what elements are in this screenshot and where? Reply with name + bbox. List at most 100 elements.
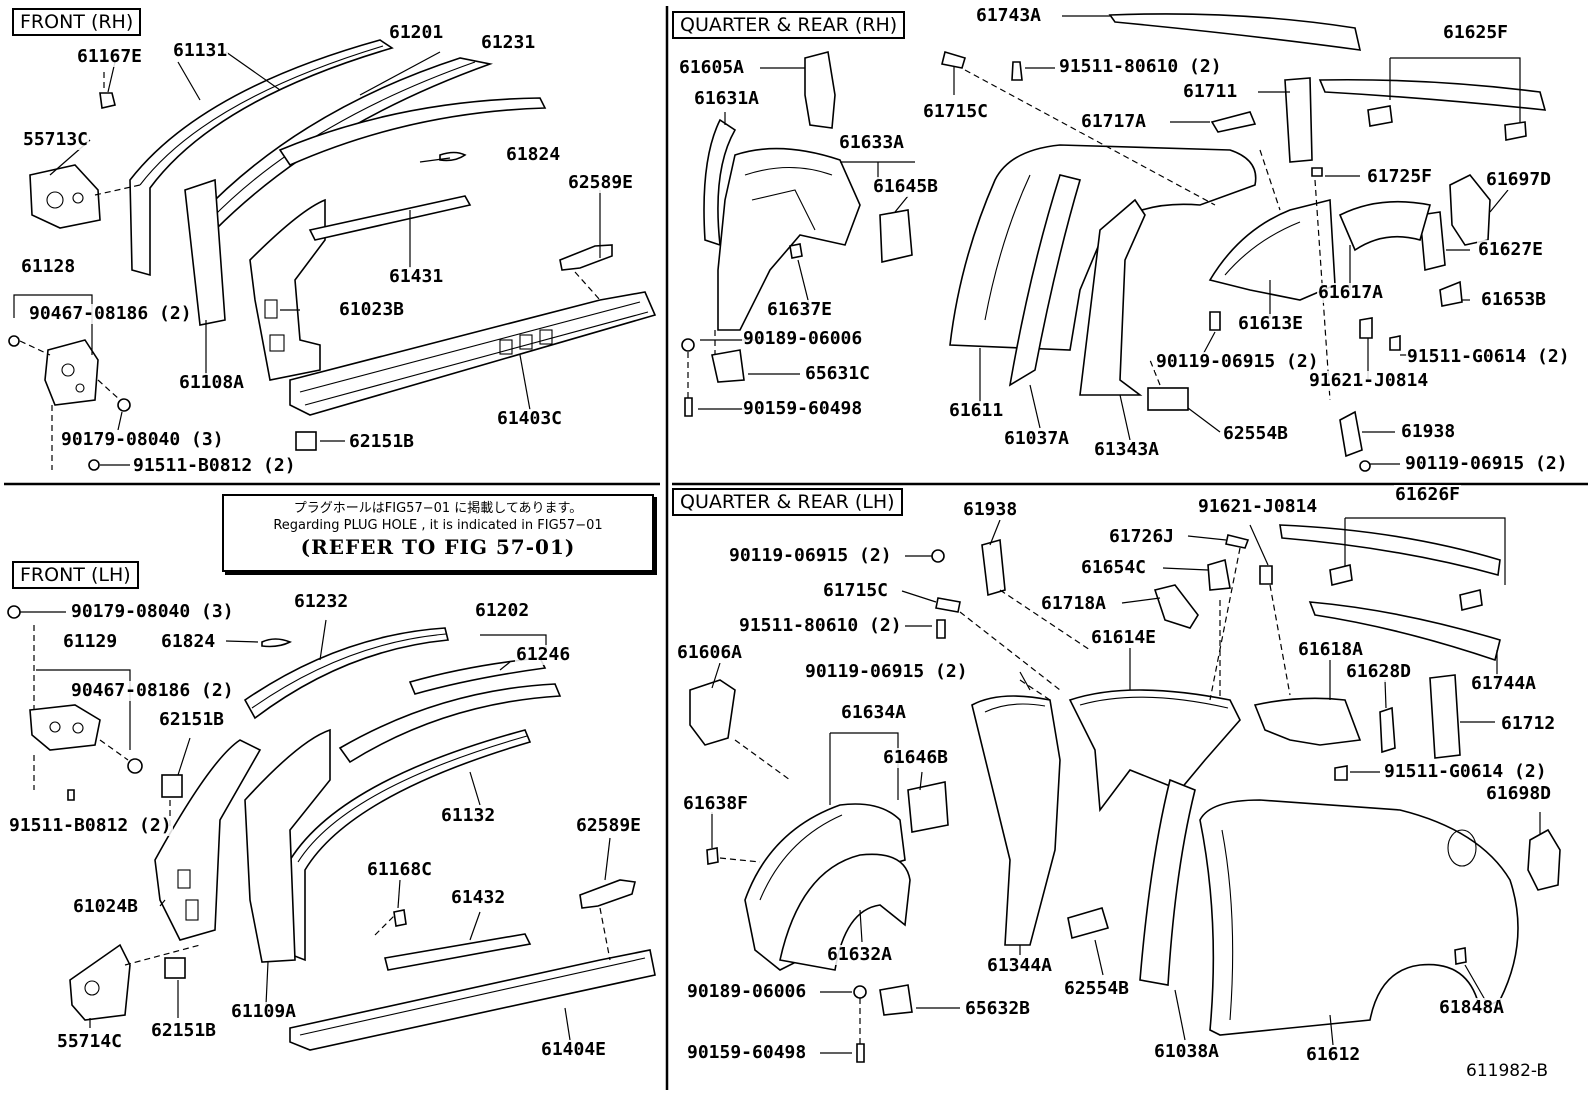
callout-61246[interactable]: 61246: [515, 644, 572, 665]
callout-62589e[interactable]: 62589E: [567, 172, 635, 193]
callout-61024b[interactable]: 61024B: [72, 896, 140, 917]
callout-91621-j0814-rh[interactable]: 91621-J0814: [1308, 370, 1430, 391]
callout-90119-06915-lh-b[interactable]: 90119-06915 (2): [804, 661, 969, 682]
callout-61625f[interactable]: 61625F: [1442, 22, 1510, 43]
callout-61633a[interactable]: 61633A: [838, 132, 906, 153]
callout-62554b-rh[interactable]: 62554B: [1222, 423, 1290, 444]
callout-61167e[interactable]: 61167E: [76, 46, 144, 67]
callout-61614e[interactable]: 61614E: [1090, 627, 1158, 648]
callout-61232[interactable]: 61232: [293, 591, 350, 612]
callout-61712[interactable]: 61712: [1500, 713, 1557, 734]
callout-90119-06915-lh-a[interactable]: 90119-06915 (2): [728, 545, 893, 566]
part-61606a-shape: [689, 679, 736, 746]
callout-61343a[interactable]: 61343A: [1093, 439, 1161, 460]
callout-90189-06006-rh[interactable]: 90189-06006: [742, 328, 864, 349]
callout-61743a[interactable]: 61743A: [975, 5, 1043, 26]
callout-61201[interactable]: 61201: [388, 22, 445, 43]
callout-61128[interactable]: 61128: [20, 256, 77, 277]
callout-91511-g0614-rh[interactable]: 91511-G0614 (2): [1406, 346, 1571, 367]
callout-61202[interactable]: 61202: [474, 600, 531, 621]
callout-90179-08040-rh[interactable]: 90179-08040 (3): [60, 429, 225, 450]
callout-61938-rh[interactable]: 61938: [1400, 421, 1457, 442]
callout-61606a[interactable]: 61606A: [676, 642, 744, 663]
callout-91511-b0812-lh[interactable]: 91511-B0812 (2): [8, 815, 173, 836]
callout-61612[interactable]: 61612: [1305, 1044, 1362, 1065]
callout-61131[interactable]: 61131: [172, 40, 229, 61]
callout-61231[interactable]: 61231: [480, 32, 537, 53]
callout-90119-06915-rh-a[interactable]: 90119-06915 (2): [1155, 351, 1320, 372]
callout-91511-80610-rh[interactable]: 91511-80610 (2): [1058, 56, 1223, 77]
callout-61632a[interactable]: 61632A: [826, 944, 894, 965]
callout-65631c[interactable]: 65631C: [804, 363, 872, 384]
callout-61717a[interactable]: 61717A: [1080, 111, 1148, 132]
callout-61132[interactable]: 61132: [440, 805, 497, 826]
callout-61824[interactable]: 61824: [505, 144, 562, 165]
callout-61848a[interactable]: 61848A: [1438, 997, 1506, 1018]
callout-61404e[interactable]: 61404E: [540, 1039, 608, 1060]
callout-62554b-lh[interactable]: 62554B: [1063, 978, 1131, 999]
callout-61109a[interactable]: 61109A: [230, 1001, 298, 1022]
callout-61617a[interactable]: 61617A: [1317, 282, 1385, 303]
callout-61431[interactable]: 61431: [388, 266, 445, 287]
callout-61168c[interactable]: 61168C: [366, 859, 434, 880]
callout-61626f[interactable]: 61626F: [1394, 484, 1462, 505]
callout-61711[interactable]: 61711: [1182, 81, 1239, 102]
callout-91621-j0814-lh[interactable]: 91621-J0814: [1197, 496, 1319, 517]
callout-62151b-lh-bottom[interactable]: 62151B: [150, 1020, 218, 1041]
callout-61627e[interactable]: 61627E: [1477, 239, 1545, 260]
callout-61605a[interactable]: 61605A: [678, 57, 746, 78]
callout-61938-lh[interactable]: 61938: [962, 499, 1019, 520]
part-61202-shape: [408, 657, 547, 695]
callout-61628d[interactable]: 61628D: [1345, 661, 1413, 682]
callout-61637e[interactable]: 61637E: [766, 299, 834, 320]
callout-61653b[interactable]: 61653B: [1480, 289, 1548, 310]
notice-english: Regarding PLUG HOLE , it is indicated in…: [273, 518, 603, 533]
callout-61645b[interactable]: 61645B: [872, 176, 940, 197]
callout-55713c[interactable]: 55713C: [22, 129, 90, 150]
callout-61638f[interactable]: 61638F: [682, 793, 750, 814]
callout-91511-b0812-rh[interactable]: 91511-B0812 (2): [132, 455, 297, 476]
callout-61726j[interactable]: 61726J: [1108, 526, 1176, 547]
callout-61613e[interactable]: 61613E: [1237, 313, 1305, 334]
callout-61634a[interactable]: 61634A: [840, 702, 908, 723]
callout-61037a[interactable]: 61037A: [1003, 428, 1071, 449]
callout-61646b[interactable]: 61646B: [882, 747, 950, 768]
callout-61403c[interactable]: 61403C: [496, 408, 564, 429]
callout-61432[interactable]: 61432: [450, 887, 507, 908]
callout-62589e-lh[interactable]: 62589E: [575, 815, 643, 836]
callout-90159-60498-lh[interactable]: 90159-60498: [686, 1042, 808, 1063]
callout-61715c-lh[interactable]: 61715C: [822, 580, 890, 601]
callout-90467-08186-rh[interactable]: 90467-08186 (2): [28, 303, 193, 324]
callout-61344a[interactable]: 61344A: [986, 955, 1054, 976]
callout-90159-60498-rh[interactable]: 90159-60498: [742, 398, 864, 419]
notice-japanese: プラグホールはFIG57−01 に掲載してあります。: [293, 501, 583, 516]
callout-61697d[interactable]: 61697D: [1485, 169, 1553, 190]
callout-91511-g0614-lh[interactable]: 91511-G0614 (2): [1383, 761, 1548, 782]
callout-90189-06006-lh[interactable]: 90189-06006: [686, 981, 808, 1002]
callout-61654c[interactable]: 61654C: [1080, 557, 1148, 578]
callout-90467-08186-lh[interactable]: 90467-08186 (2): [70, 680, 235, 701]
callout-61824-lh[interactable]: 61824: [160, 631, 217, 652]
panel-title-quarter-rear-rh: QUARTER & REAR (RH): [672, 11, 906, 39]
callout-61718a[interactable]: 61718A: [1040, 593, 1108, 614]
callout-90119-06915-rh-b[interactable]: 90119-06915 (2): [1404, 453, 1569, 474]
callout-62151b-lh-top[interactable]: 62151B: [158, 709, 226, 730]
callout-91511-80610-lh[interactable]: 91511-80610 (2): [738, 615, 903, 636]
callout-61715c-rh[interactable]: 61715C: [922, 101, 990, 122]
callout-61023b[interactable]: 61023B: [338, 299, 406, 320]
callout-61129[interactable]: 61129: [62, 631, 119, 652]
callout-61611[interactable]: 61611: [948, 400, 1005, 421]
callout-55714c[interactable]: 55714C: [56, 1031, 124, 1052]
callout-62151b-rh[interactable]: 62151B: [348, 431, 416, 452]
callout-61631a[interactable]: 61631A: [693, 88, 761, 109]
callout-65632b[interactable]: 65632B: [964, 998, 1032, 1019]
callout-61725f[interactable]: 61725F: [1366, 166, 1434, 187]
callout-61618a[interactable]: 61618A: [1297, 639, 1365, 660]
notice-reference[interactable]: (REFER TO FIG 57-01): [300, 535, 576, 559]
callout-61038a[interactable]: 61038A: [1153, 1041, 1221, 1062]
callout-90179-08040-lh[interactable]: 90179-08040 (3): [70, 601, 235, 622]
part-61638f-shape: [706, 847, 719, 865]
callout-61744a[interactable]: 61744A: [1470, 673, 1538, 694]
callout-61108a[interactable]: 61108A: [178, 372, 246, 393]
callout-61698d[interactable]: 61698D: [1485, 783, 1553, 804]
